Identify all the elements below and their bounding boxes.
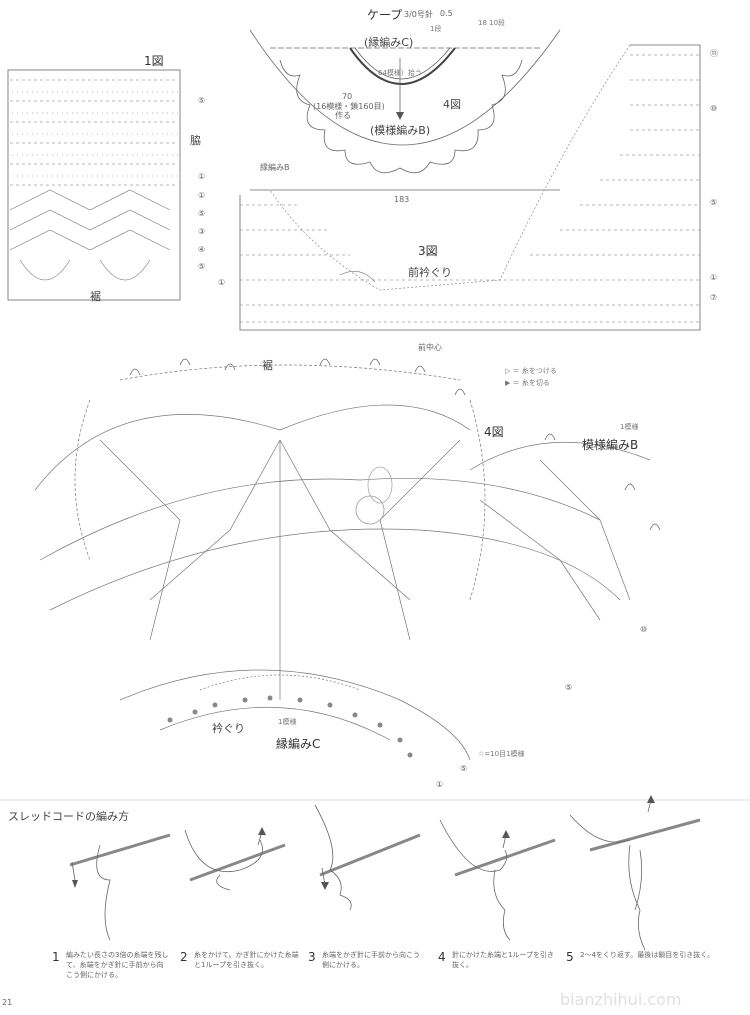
step-number: 1 [52, 950, 60, 964]
fig1-chart [7, 69, 181, 301]
fig4-row-number: ① [436, 780, 444, 789]
fig1-row-number: ④ [198, 245, 206, 254]
cape-width-detail: (16模様・鎖160目) [313, 102, 385, 111]
fig3-edging-b: 縁編みB [260, 163, 290, 172]
page-number: 21 [2, 998, 13, 1007]
fig4-pattern-b: 模様編みB [582, 438, 639, 452]
fig4-neck-label: 衿ぐり [212, 722, 245, 735]
fig1-row-number: ⑤ [198, 262, 206, 271]
step-text: 糸をかけて、かぎ針にかけた糸端と1ループを引き抜く。 [194, 951, 299, 969]
fig4-hem-label: 裾 [262, 359, 273, 372]
step1-illustration [69, 833, 171, 941]
fig3-row-number: ⑤ [710, 198, 718, 207]
step5-illustration [569, 795, 701, 951]
watermark: bianzhihui.com [560, 990, 682, 1009]
cape-row-count: 1段 [430, 25, 442, 33]
cape-neck-note: 64模様）拾う [378, 69, 422, 77]
fig3-title: 3図 [418, 244, 438, 258]
fig1-row-number: ① [198, 191, 206, 200]
fig3-row-number: ⑪ [710, 49, 718, 58]
cape-title: ケープ [367, 8, 403, 22]
cape-make: 作る [335, 111, 351, 120]
fig3-row-number: ① [710, 273, 718, 282]
fig3-row-number: ⑦ [710, 293, 718, 302]
step-text: 2〜4をくり返す。最後は鎖目を引き抜く。 [580, 951, 715, 959]
fig4-row-number: ⑤ [565, 683, 573, 692]
fig4-edging-c: 縁編みC [276, 737, 321, 751]
legend-cut: ▶ ＝ 糸を切る [505, 379, 550, 387]
thread-cord-title: スレッドコードの編み方 [8, 810, 129, 823]
step-number: 3 [308, 950, 316, 964]
fig4-row-number: ⑤ [460, 764, 468, 773]
cape-width-note: 70 [342, 92, 353, 101]
fig1-row-number: ⑤ [198, 209, 206, 218]
fig3-center-front: 前中心 [418, 343, 442, 352]
cape-hook-size: 0.5 [440, 9, 453, 18]
cape-hook: 3/0号針 [404, 10, 433, 19]
step-text: 糸端をかぎ針に手前から向こう側にかける。 [322, 951, 420, 969]
fig1-title: 1図 [144, 54, 164, 68]
fig4-one-repeat-c: 1模様 [278, 718, 297, 726]
fig3-left-row-number: ① [218, 278, 226, 287]
fig4-row-number: ⑩ [640, 625, 648, 634]
step-number: 2 [180, 950, 188, 964]
step-text: 編みたい長さの3倍の糸端を残して、糸端をかぎ針に手前から向こう側にかける。 [66, 951, 169, 979]
fig1-row-number: ③ [198, 227, 206, 236]
fig1-row-number: ⑤ [198, 96, 206, 105]
fig1-side-label: 脇 [190, 134, 201, 147]
fig4-chart [34, 358, 661, 761]
cape-outline [249, 29, 561, 191]
fig3-neck-label: 前衿ぐり [408, 266, 452, 279]
step-number: 4 [438, 950, 446, 964]
cape-row-marks: 18 10段 [478, 19, 506, 27]
fig1-hem-label: 裾 [90, 290, 101, 303]
fig1-row-number: ① [198, 172, 206, 181]
step-number: 5 [566, 950, 574, 964]
step2-illustration [184, 827, 286, 891]
fig3-row-number: ⑩ [710, 104, 718, 113]
cape-fig4-ref: 4図 [443, 98, 461, 111]
fig4-title: 4図 [484, 425, 504, 439]
thread-cord-illustrations [69, 795, 701, 951]
fig3-chart [239, 44, 701, 331]
step-text: 針にかけた糸端と1ループを引き抜く。 [452, 951, 555, 969]
legend-attach: ▷ ＝ 糸をつける [505, 367, 557, 375]
cape-edging-c: (縁編みC) [364, 36, 414, 49]
fig4-star-note: ☆=10目1模様 [478, 750, 525, 758]
step4-illustration [439, 819, 556, 941]
cape-pattern-b: (模様編みB) [370, 124, 431, 137]
cape-bottom-width: 183 [394, 195, 410, 204]
fig4-one-repeat: 1模様 [620, 423, 639, 431]
step3-illustration [314, 804, 421, 911]
